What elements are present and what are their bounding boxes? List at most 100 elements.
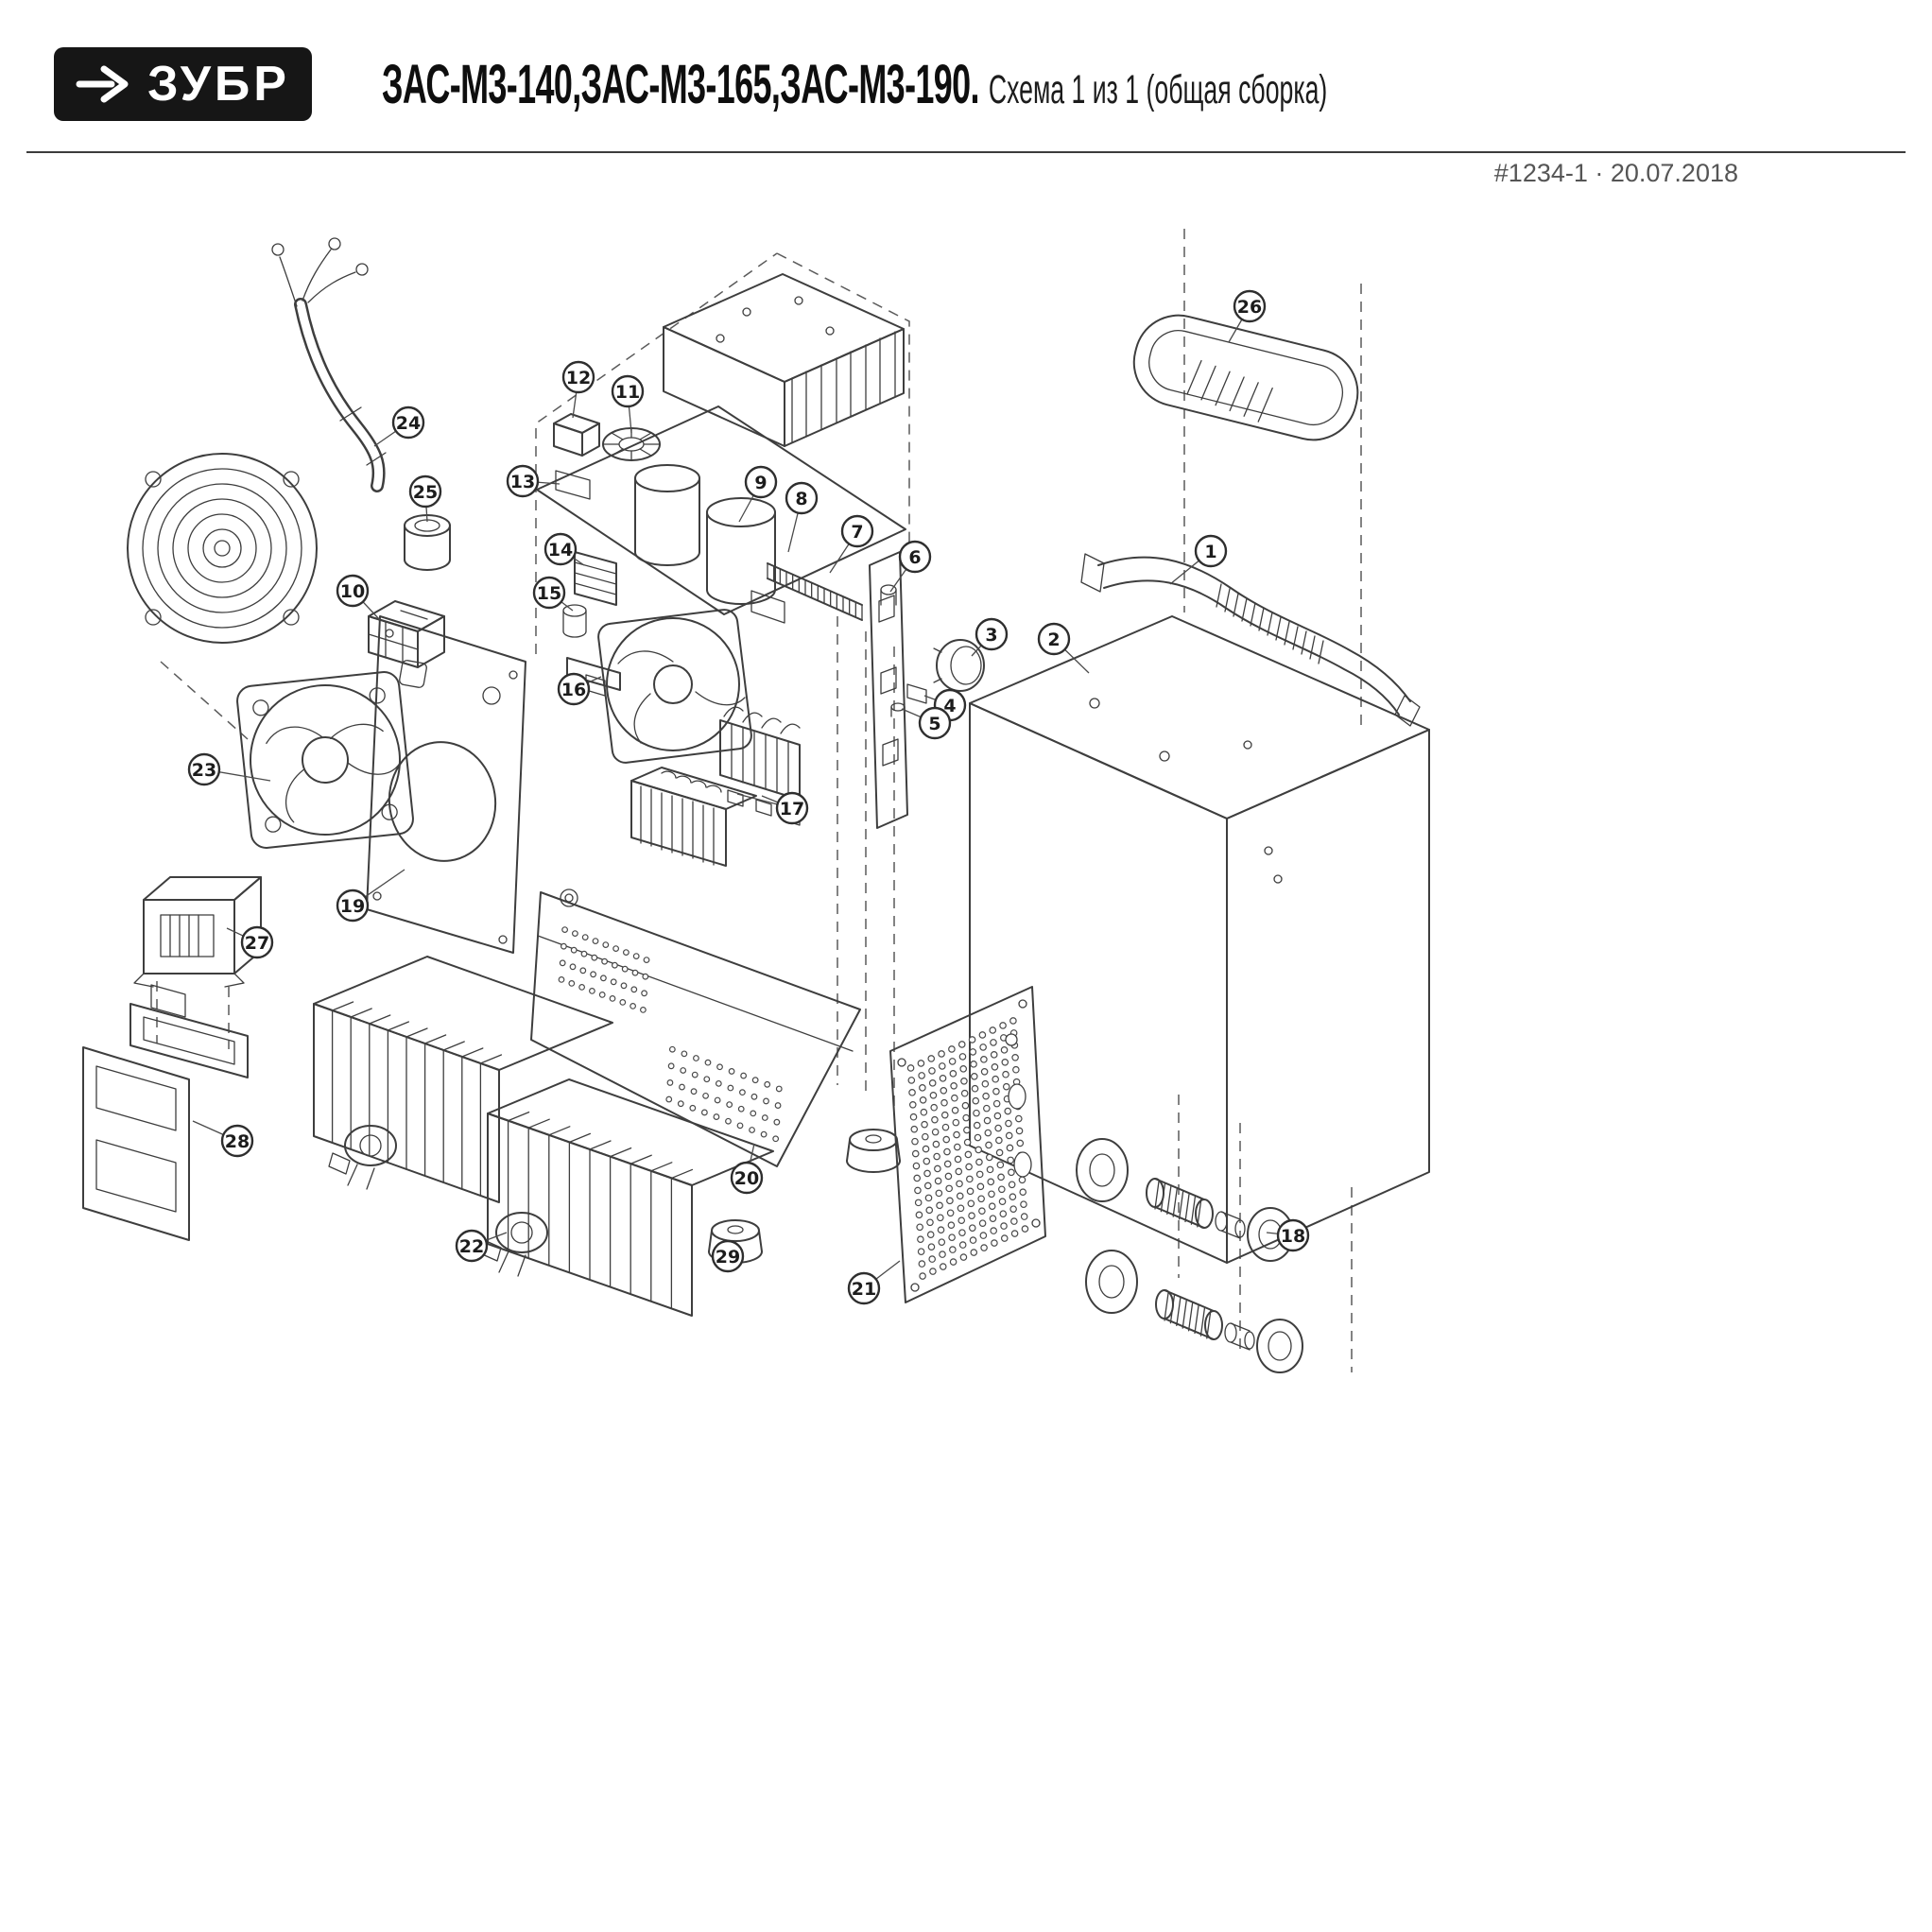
part-handle xyxy=(1132,314,1359,441)
part-rear-panel xyxy=(889,986,1046,1303)
svg-text:21: 21 xyxy=(852,1279,876,1300)
part-power-connector xyxy=(368,600,445,668)
part-mounting-bracket xyxy=(82,984,249,1241)
part-output-terminal-2 xyxy=(1085,1250,1303,1373)
dashed-guides xyxy=(156,229,1362,1372)
svg-text:5: 5 xyxy=(928,714,940,734)
part-fan-guard xyxy=(127,453,318,644)
callout-26: 26 xyxy=(1233,289,1267,323)
part-callouts: 1234567891011121314151617181920212223242… xyxy=(187,289,1310,1305)
svg-text:18: 18 xyxy=(1281,1226,1305,1247)
doc-reference: #1234-1 · 20.07.2018 xyxy=(1493,159,1738,187)
part-control-knob xyxy=(933,639,985,692)
callout-14: 14 xyxy=(543,532,578,566)
part-top-heatsink xyxy=(663,273,905,447)
callout-25: 25 xyxy=(408,474,442,509)
callout-15: 15 xyxy=(532,576,566,610)
part-rubber-foot xyxy=(846,1129,901,1173)
svg-text:27: 27 xyxy=(245,933,269,954)
part-front-cover xyxy=(969,615,1430,1264)
svg-text:8: 8 xyxy=(795,489,807,509)
part-pin-header xyxy=(750,562,863,624)
callout-5: 5 xyxy=(918,706,952,740)
svg-text:14: 14 xyxy=(548,540,573,561)
callout-10: 10 xyxy=(336,574,370,608)
zubr-arrow-icon xyxy=(76,65,129,103)
callout-17: 17 xyxy=(775,791,809,825)
part-cable-bushing xyxy=(404,514,451,571)
part-carry-strap xyxy=(1080,553,1421,727)
callout-6: 6 xyxy=(898,540,932,574)
svg-text:15: 15 xyxy=(537,583,561,604)
callout-20: 20 xyxy=(730,1161,764,1195)
callout-16: 16 xyxy=(557,672,591,706)
part-switch-small xyxy=(890,683,927,717)
svg-text:6: 6 xyxy=(908,547,921,568)
part-base-plate xyxy=(530,888,861,1167)
callout-19: 19 xyxy=(336,888,370,923)
callout-29: 29 xyxy=(711,1239,745,1273)
callout-27: 27 xyxy=(240,925,274,959)
svg-text:22: 22 xyxy=(459,1236,484,1257)
callout-9: 9 xyxy=(744,465,778,499)
svg-text:2: 2 xyxy=(1047,630,1060,650)
callout-2: 2 xyxy=(1037,622,1071,656)
page-subtitle: Схема 1 из 1 (общая сборка) xyxy=(988,67,1328,112)
callout-13: 13 xyxy=(506,464,540,498)
callout-21: 21 xyxy=(847,1271,881,1305)
svg-text:23: 23 xyxy=(192,760,216,781)
part-heatsink-left xyxy=(313,956,613,1203)
svg-text:26: 26 xyxy=(1237,297,1262,318)
callout-8: 8 xyxy=(785,481,819,515)
callout-28: 28 xyxy=(220,1124,254,1158)
callout-22: 22 xyxy=(455,1229,489,1263)
callout-18: 18 xyxy=(1276,1218,1310,1252)
callout-24: 24 xyxy=(391,405,425,440)
part-small-heatsink xyxy=(574,551,617,606)
brand-name: ЗУБР xyxy=(147,57,290,112)
svg-text:24: 24 xyxy=(396,413,421,434)
part-main-pcb-assembly xyxy=(536,405,927,867)
header-divider xyxy=(26,151,1906,153)
page-title-row: ЗАС-М3-140,ЗАС-М3-165,ЗАС-М3-190. Схема … xyxy=(382,53,1327,116)
callout-12: 12 xyxy=(561,360,595,394)
callout-3: 3 xyxy=(975,617,1009,651)
zubr-logo: ЗУБР xyxy=(54,47,312,121)
callout-1: 1 xyxy=(1194,534,1228,568)
part-capacitors xyxy=(634,464,776,605)
part-heatsink-right xyxy=(487,1078,774,1317)
svg-text:10: 10 xyxy=(340,581,365,602)
svg-text:13: 13 xyxy=(510,472,535,492)
svg-text:1: 1 xyxy=(1204,542,1216,562)
part-shaft-bushing xyxy=(880,584,897,606)
svg-text:11: 11 xyxy=(615,382,640,403)
part-thermostat-left xyxy=(328,1125,397,1190)
svg-text:3: 3 xyxy=(985,625,997,646)
svg-text:20: 20 xyxy=(734,1168,759,1189)
part-front-pcb xyxy=(869,551,908,829)
part-power-cable xyxy=(271,237,387,492)
svg-text:16: 16 xyxy=(561,680,586,700)
part-toroid-inductor xyxy=(602,427,661,461)
part-cooling-fan xyxy=(236,671,414,849)
callout-7: 7 xyxy=(840,514,874,548)
svg-text:9: 9 xyxy=(754,473,767,493)
part-inner-bracket-plate xyxy=(366,615,526,954)
page-title: ЗАС-М3-140,ЗАС-М3-165,ЗАС-М3-190. xyxy=(382,54,980,115)
svg-text:12: 12 xyxy=(566,368,591,388)
svg-text:25: 25 xyxy=(413,482,438,503)
part-relay xyxy=(553,413,600,500)
part-small-capacitor xyxy=(562,604,587,638)
svg-text:4: 4 xyxy=(943,696,956,716)
svg-text:29: 29 xyxy=(716,1247,740,1268)
svg-text:7: 7 xyxy=(851,522,863,543)
part-aux-transformer xyxy=(133,876,262,988)
svg-text:19: 19 xyxy=(340,896,365,917)
part-main-transformer xyxy=(630,767,757,867)
callout-11: 11 xyxy=(611,374,645,408)
svg-text:17: 17 xyxy=(780,799,804,819)
part-inner-fan xyxy=(597,609,752,764)
svg-text:28: 28 xyxy=(225,1131,250,1152)
